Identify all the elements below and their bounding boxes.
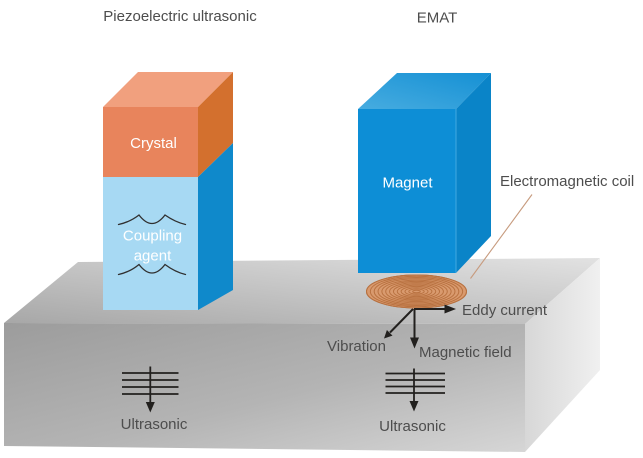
beam-arrowhead-icon	[145, 402, 155, 413]
slab-right-face	[525, 258, 600, 452]
coil-ring	[392, 283, 441, 300]
slab-front-face	[4, 323, 525, 452]
coupling-front-face	[103, 177, 198, 310]
coupling-side-face	[198, 143, 233, 310]
magnet-side-face	[456, 73, 491, 273]
coil-ring	[396, 284, 437, 299]
water-wave-top-icon	[117, 214, 187, 226]
ultrasonic-label-right: Ultrasonic	[379, 418, 446, 435]
coil-ring	[400, 285, 433, 298]
crystal-label: Crystal	[130, 135, 177, 152]
eddy-current-label: Eddy current	[462, 302, 548, 319]
coil-ring	[381, 279, 452, 304]
magnetic-field-arrowhead-icon	[410, 337, 419, 349]
ultrasonic-wave-right-icon	[385, 368, 445, 412]
crystal-side-face	[198, 72, 233, 177]
emat-title: EMAT	[417, 10, 458, 27]
coupling-agent-label-line1: Coupling	[123, 228, 182, 245]
magnet-top-face	[358, 73, 491, 109]
coil-ring	[385, 280, 448, 303]
coil-ring	[408, 288, 425, 295]
vibration-label: Vibration	[327, 338, 386, 355]
ultrasonic-label-left: Ultrasonic	[121, 416, 188, 433]
electromagnetic-coil-label: Electromagnetic coil	[500, 173, 634, 190]
vibration-arrowhead-icon	[384, 330, 393, 339]
eddy-current-arrowhead-icon	[444, 304, 456, 314]
water-wave-bottom-icon	[117, 263, 187, 276]
emat-transducer: Magnet	[358, 73, 491, 273]
magnet-front-face	[358, 109, 456, 273]
piezo-transducer: Crystal Coupling agent	[103, 72, 233, 310]
coil-ring	[373, 277, 460, 306]
coil-ring	[412, 289, 421, 294]
coil-icon	[366, 274, 467, 309]
vibration-arrow	[389, 308, 414, 334]
coil-ring	[389, 282, 444, 301]
beam-arrowhead-icon	[409, 401, 419, 412]
crystal-front-face	[103, 107, 198, 177]
coil-arrows	[384, 304, 456, 349]
magnet-label: Magnet	[382, 175, 433, 192]
coil-ring	[369, 275, 464, 308]
coupling-agent-label-line2: agent	[134, 248, 172, 265]
piezo-title: Piezoelectric ultrasonic	[103, 8, 257, 25]
coil-ring	[377, 278, 456, 305]
crystal-top-face	[103, 72, 233, 107]
coil-pointer-line	[470, 194, 533, 279]
magnetic-field-label: Magnetic field	[419, 344, 512, 361]
ultrasonic-wave-left-icon	[122, 366, 179, 413]
coil-rings	[366, 274, 467, 309]
coil-ring	[404, 287, 429, 296]
